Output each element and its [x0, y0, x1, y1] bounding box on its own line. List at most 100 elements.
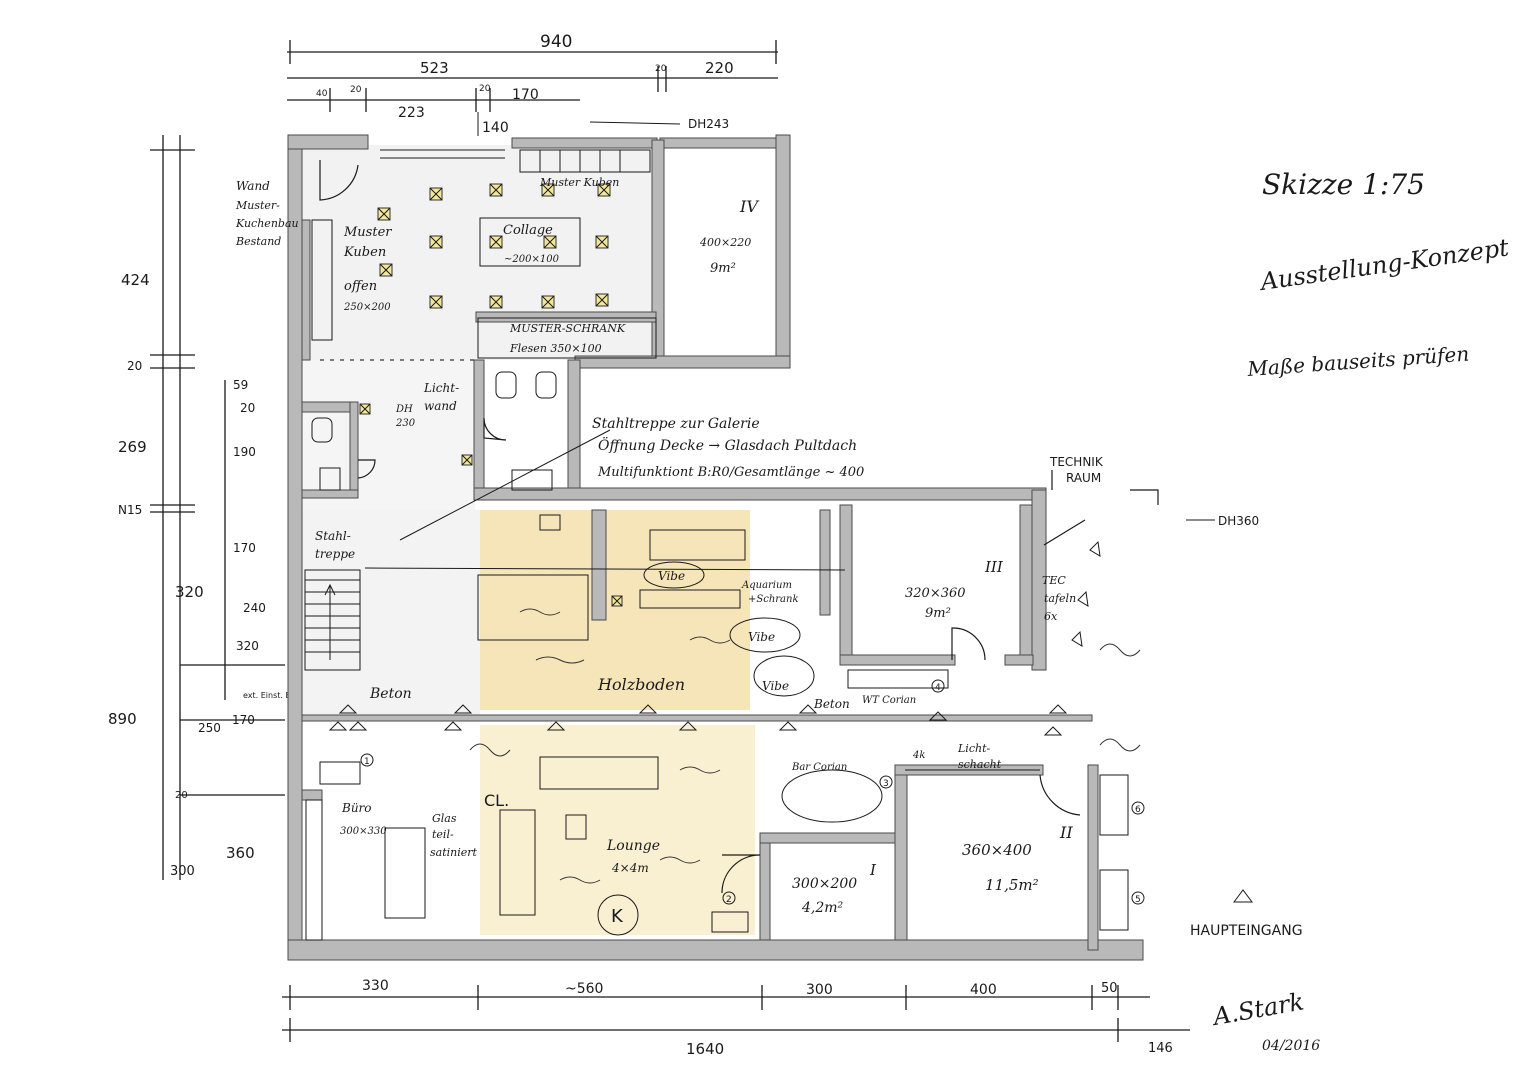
label-muster-kuben-1: Muster [343, 225, 392, 240]
label-room-ii-size: 360×400 [962, 841, 1032, 859]
light-marker [377, 207, 391, 221]
label-dh230-1: DH [395, 404, 413, 415]
label-lounge: Lounge [606, 838, 660, 854]
technik-label-2: RAUM [1066, 471, 1101, 485]
label-room-i: I [869, 861, 877, 879]
label-lichtwand-1: Licht- [423, 381, 459, 395]
light-marker [541, 183, 555, 197]
dim-top-20: 20 [655, 64, 667, 74]
light-marker [461, 454, 473, 466]
label-vibe-1: Vibe [658, 569, 685, 583]
technik-label-1: TECHNIK [1049, 455, 1104, 469]
label-lichtschacht-1: Licht- [957, 742, 990, 755]
dim-left-170b: 170 [232, 713, 255, 727]
label-beton-left: Beton [369, 686, 412, 702]
dim-left-320i: 320 [236, 639, 259, 653]
label-muster-kuben-top: Muster Kuben [539, 176, 619, 189]
stair-note-line-2: Öffnung Decke → Glasdach Pultdach [598, 436, 857, 454]
light-marker [595, 293, 609, 307]
label-room-iii-area: 9m² [925, 606, 951, 621]
dim-left-424: 424 [121, 271, 150, 289]
marker-1: 1 [364, 757, 370, 767]
dim-top-20c: 20 [479, 84, 491, 94]
label-holzboden: Holzboden [597, 675, 685, 694]
label-lichtwand-2: wand [424, 399, 457, 413]
label-wt-corian: WT Corian [862, 695, 916, 706]
dim-left-59: 59 [233, 378, 248, 392]
label-muster-schrank-size: Flesen 350×100 [509, 342, 602, 355]
light-marker [429, 295, 443, 309]
label-tec-3: 6x [1044, 610, 1058, 623]
dim-bottom-330: 330 [362, 978, 389, 994]
dim-left-300: 300 [170, 864, 195, 879]
dh-360-label: DH360 [1218, 514, 1259, 528]
dim-left-250: 250 [198, 721, 221, 735]
label-muster-schrank: MUSTER-SCHRANK [509, 322, 626, 335]
light-marker [489, 183, 503, 197]
light-marker [429, 235, 443, 249]
label-lichtschacht-2: schacht [958, 758, 1002, 771]
label-bar-corian: Bar Corian [791, 762, 847, 773]
label-muster-kuben-4: 250×200 [343, 302, 391, 313]
dim-left-269: 269 [118, 438, 147, 456]
left-dimensions: 424 20 269 N15 320 890 59 20 190 170 240… [108, 135, 347, 880]
dh-243-label: DH243 [688, 117, 729, 131]
dim-left-20: 20 [127, 359, 142, 373]
light-marker [595, 235, 609, 249]
label-tec-2: tafeln [1044, 592, 1076, 605]
dim-bottom-146: 146 [1148, 1041, 1173, 1056]
light-marker [489, 235, 503, 249]
label-stahltreppe-2: treppe [315, 547, 355, 561]
dim-bottom-50: 50 [1101, 981, 1118, 996]
label-wand-3: Kuchenbau [235, 217, 299, 230]
light-marker [543, 235, 557, 249]
subtitle-note: Maße bauseits prüfen [1246, 342, 1470, 382]
label-stahltreppe-1: Stahl- [315, 529, 351, 543]
dim-left-240: 240 [243, 601, 266, 615]
sketch-squiggles [469, 608, 1141, 884]
label-glas-3: satiniert [430, 846, 478, 859]
dim-left-360: 360 [226, 844, 255, 862]
signature: A.Stark [1209, 987, 1306, 1031]
doors [319, 160, 1086, 894]
label-collage: Collage [503, 223, 553, 238]
numbered-markers: 1 2 3 4 5 6 [360, 679, 1145, 905]
label-room-i-area: 4,2m² [801, 900, 844, 916]
dim-top-20b: 20 [350, 85, 362, 95]
dim-top-140: 140 [482, 120, 509, 136]
stair-note-line-1: Stahltreppe zur Galerie [592, 416, 760, 432]
label-wand-1: Wand [236, 179, 270, 193]
label-room-iii: III [984, 558, 1004, 576]
marker-4: 4 [935, 683, 941, 693]
dim-top-220: 220 [705, 59, 734, 77]
light-marker [359, 403, 371, 415]
marker-3: 3 [883, 779, 889, 789]
title-note: Ausstellung-Konzept [1257, 233, 1511, 296]
dim-top-223: 223 [398, 105, 425, 121]
label-vibe-3: Vibe [762, 679, 789, 693]
dim-left-190: 190 [233, 445, 256, 459]
stair-note-line-3: Multifunktiont B:R0/Gesamtlänge ~ 400 [597, 465, 864, 480]
label-room-iii-size: 320×360 [905, 586, 966, 601]
label-room-iv-size: 400×220 [699, 236, 751, 249]
marker-2: 2 [726, 895, 732, 905]
dim-top-523: 523 [420, 59, 449, 77]
marker-5: 5 [1135, 895, 1141, 905]
bottom-dimensions: 330 ~560 300 400 50 1640 146 [282, 978, 1190, 1058]
label-room-ii: II [1059, 823, 1073, 842]
label-room-ii-area: 11,5m² [985, 876, 1039, 894]
label-vibe-2: Vibe [748, 630, 775, 644]
light-markers [359, 183, 623, 607]
marker-6: 6 [1135, 805, 1141, 815]
label-k-marker: K [611, 906, 624, 927]
room-labels: Wand Muster- Kuchenbau Bestand Muster Ku… [235, 176, 1076, 936]
main-entrance-label: HAUPTEINGANG [1190, 923, 1303, 939]
dim-left-20i: 20 [240, 401, 255, 415]
dim-top-overall: 940 [540, 32, 572, 52]
label-buero: Büro [341, 801, 372, 815]
label-tec-1: TEC [1042, 574, 1066, 587]
label-dh230-2: 230 [395, 418, 416, 429]
dim-left-890: 890 [108, 710, 137, 728]
walls [287, 134, 1144, 961]
label-collage-size: ~200×100 [504, 254, 560, 265]
